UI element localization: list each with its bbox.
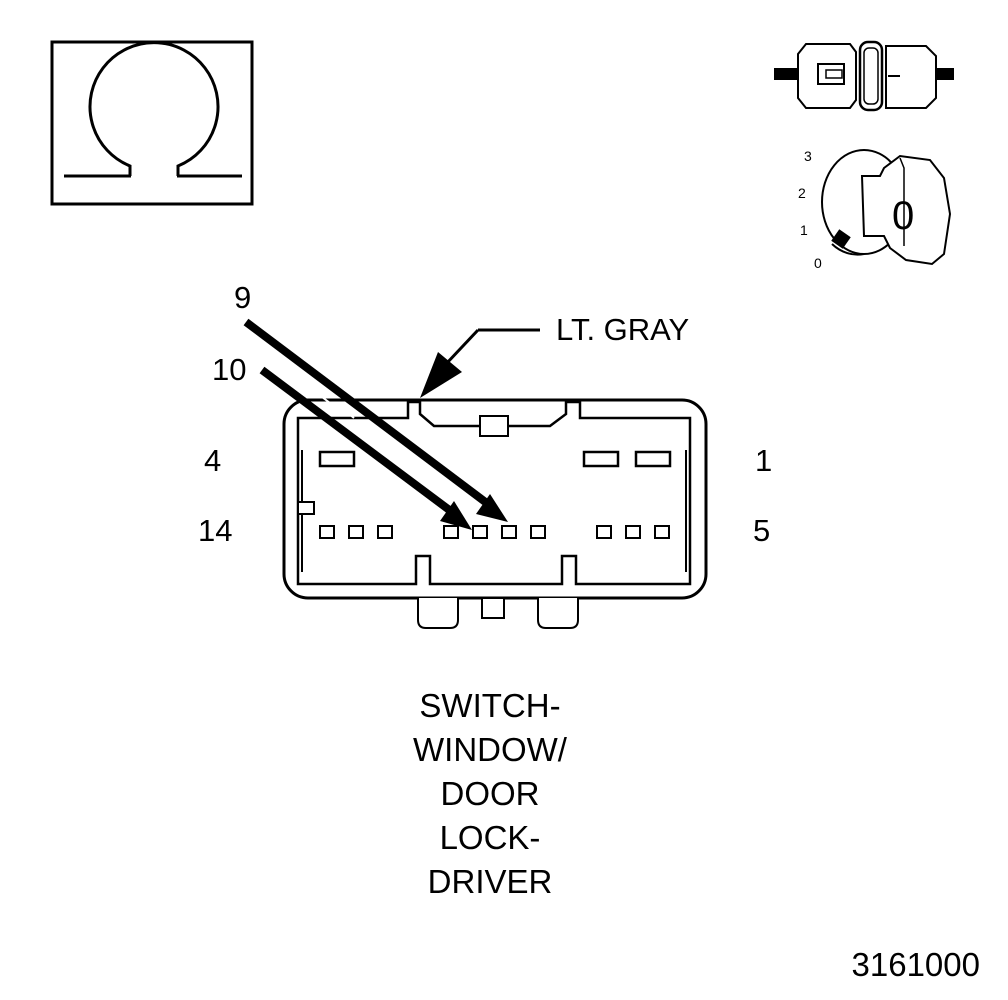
pin-label-10: 10 <box>212 352 247 387</box>
dial-position-0: 0 <box>814 255 822 271</box>
key-position-label: 0 <box>892 194 915 238</box>
pin-label-9: 9 <box>234 280 252 315</box>
pin-label-14: 14 <box>198 513 233 548</box>
pin-label-4: 4 <box>204 443 222 478</box>
caption-line: DRIVER <box>427 863 553 900</box>
connector-caption: SWITCH- WINDOW/ DOOR LOCK- DRIVER <box>340 684 640 904</box>
figure-number: 3161000 <box>851 946 980 983</box>
dial-position-3: 3 <box>804 148 812 164</box>
caption-line: LOCK- <box>439 819 541 856</box>
caption-line: SWITCH- <box>419 687 561 724</box>
caption-line: WINDOW/ <box>413 731 567 768</box>
dial-position-1: 1 <box>800 222 808 238</box>
pin-label-1: 1 <box>755 443 773 478</box>
caption-line: DOOR <box>440 775 540 812</box>
connector-color-label: LT. GRAY <box>556 312 690 347</box>
pin-label-5: 5 <box>753 513 771 548</box>
dial-position-2: 2 <box>798 185 806 201</box>
